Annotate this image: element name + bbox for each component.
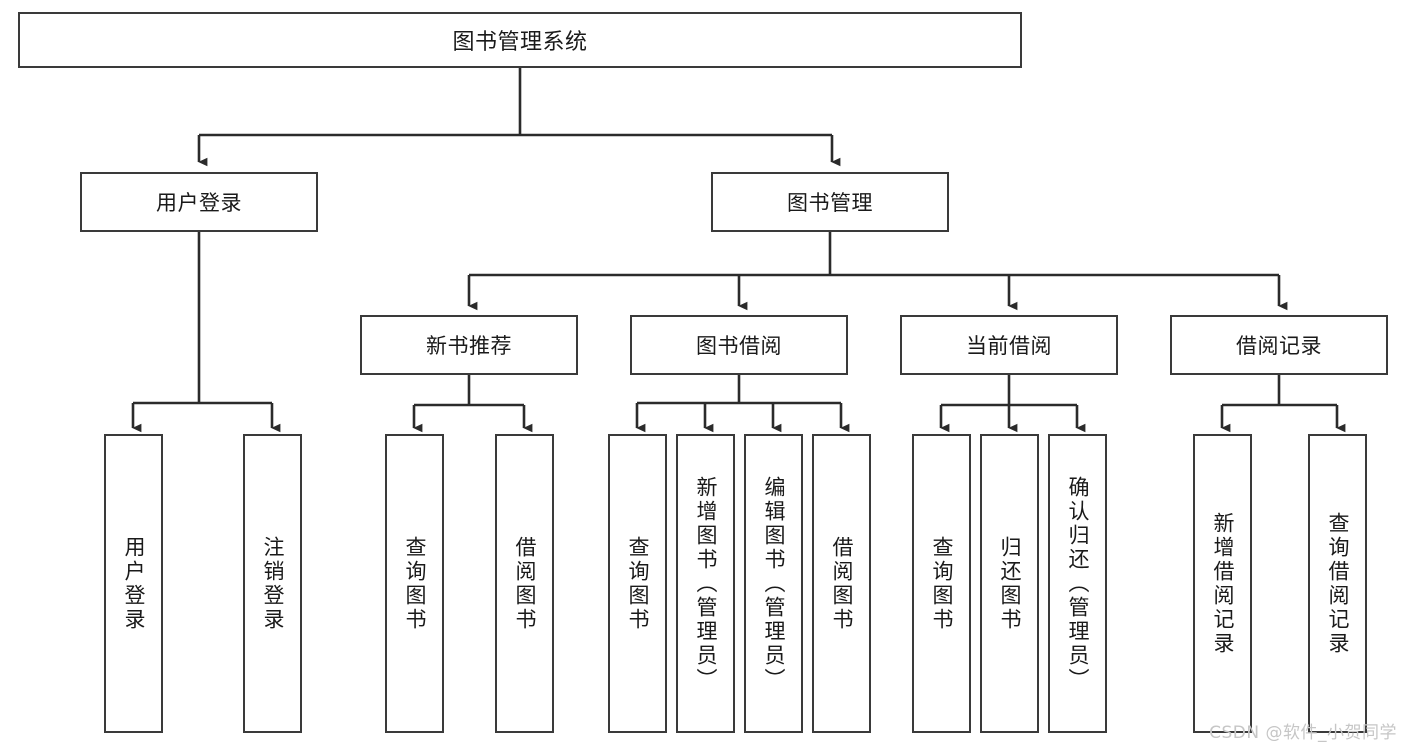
node-leaf-query-record[interactable]: 查询借阅记录 xyxy=(1308,434,1367,733)
node-label: 借阅图书 xyxy=(513,535,537,632)
node-label: 当前借阅 xyxy=(966,334,1052,358)
node-root-system[interactable]: 图书管理系统 xyxy=(18,12,1022,68)
node-leaf-add-record[interactable]: 新增借阅记录 xyxy=(1193,434,1252,733)
node-label: 新增图书（管理员） xyxy=(694,475,718,692)
node-leaf-edit-book[interactable]: 编辑图书（管理员） xyxy=(744,434,803,733)
node-leaf-add-book[interactable]: 新增图书（管理员） xyxy=(676,434,735,733)
node-leaf-query-book-2[interactable]: 查询图书 xyxy=(608,434,667,733)
node-label: 注销登录 xyxy=(261,535,285,632)
node-label: 查询图书 xyxy=(403,535,427,632)
node-label: 用户登录 xyxy=(122,535,146,632)
node-borrow-record[interactable]: 借阅记录 xyxy=(1170,315,1388,375)
node-leaf-borrow-book-1[interactable]: 借阅图书 xyxy=(495,434,554,733)
node-current-borrow[interactable]: 当前借阅 xyxy=(900,315,1118,375)
node-label: 用户登录 xyxy=(156,191,242,215)
node-leaf-query-book-3[interactable]: 查询图书 xyxy=(912,434,971,733)
node-leaf-logout[interactable]: 注销登录 xyxy=(243,434,302,733)
node-label: 图书借阅 xyxy=(696,334,782,358)
node-leaf-user-login[interactable]: 用户登录 xyxy=(104,434,163,733)
node-label: 借阅记录 xyxy=(1236,334,1322,358)
node-user-login[interactable]: 用户登录 xyxy=(80,172,318,232)
node-label: 借阅图书 xyxy=(830,535,854,632)
node-book-manage[interactable]: 图书管理 xyxy=(711,172,949,232)
node-label: 确认归还（管理员） xyxy=(1066,475,1090,692)
watermark-text: CSDN @软件_小贺同学 xyxy=(1209,723,1397,743)
node-book-borrow[interactable]: 图书借阅 xyxy=(630,315,848,375)
node-leaf-query-book-1[interactable]: 查询图书 xyxy=(385,434,444,733)
node-label: 查询图书 xyxy=(626,535,650,632)
node-label: 图书管理系统 xyxy=(452,30,588,55)
node-label: 查询图书 xyxy=(930,535,954,632)
node-label: 归还图书 xyxy=(998,535,1022,632)
node-label: 图书管理 xyxy=(787,191,873,215)
node-new-book-rec[interactable]: 新书推荐 xyxy=(360,315,578,375)
node-leaf-return-book[interactable]: 归还图书 xyxy=(980,434,1039,733)
node-label: 新书推荐 xyxy=(426,334,512,358)
node-leaf-confirm-return[interactable]: 确认归还（管理员） xyxy=(1048,434,1107,733)
node-leaf-borrow-book-2[interactable]: 借阅图书 xyxy=(812,434,871,733)
node-label: 查询借阅记录 xyxy=(1326,511,1350,656)
node-label: 编辑图书（管理员） xyxy=(762,475,786,692)
node-label: 新增借阅记录 xyxy=(1211,511,1235,656)
